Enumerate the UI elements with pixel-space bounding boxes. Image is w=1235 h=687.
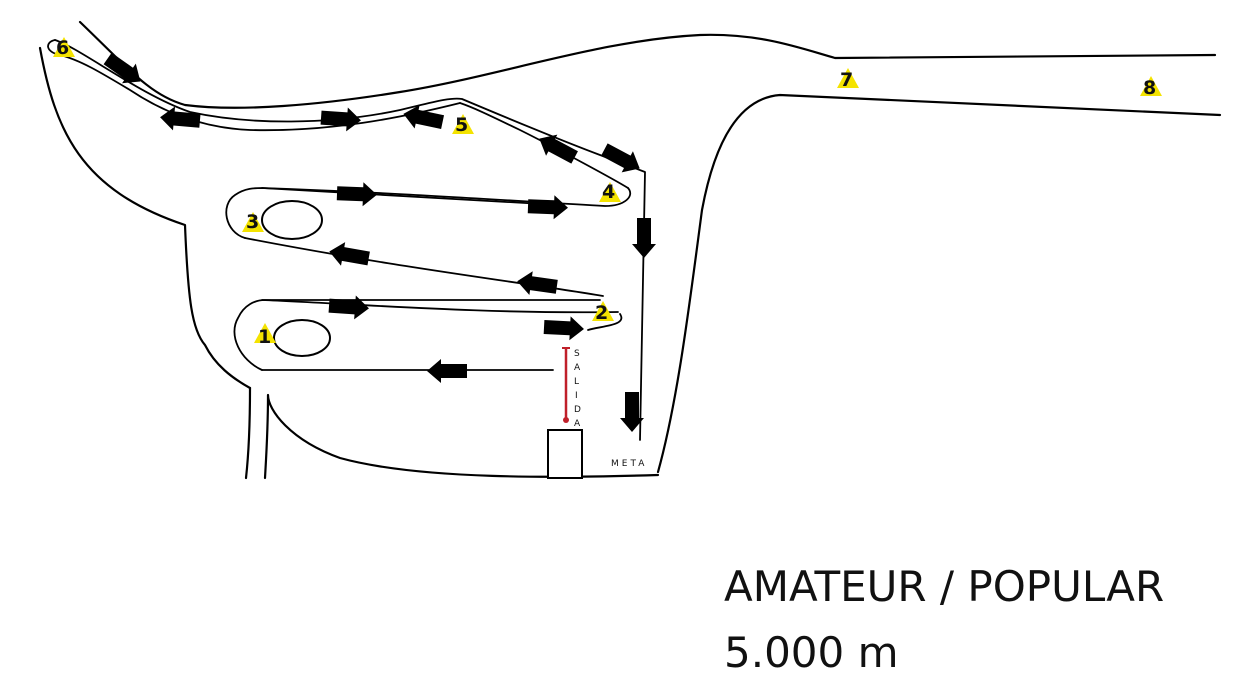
arrow-icon [329,242,370,266]
arrow-icon [160,106,201,131]
start-label-letter: A [574,363,581,373]
start-label-letter: I [575,391,578,401]
arrow-icon [543,316,584,341]
warning-triangle-icon [1140,76,1162,96]
warning-triangle-icon [452,114,474,134]
arrow-icon [632,218,656,258]
start-label: S A L I D A [574,349,581,429]
start-line [562,347,570,423]
start-label-letter: D [574,405,581,415]
finish-label: META [611,459,647,469]
race-category-title: AMATEUR / POPULAR [724,562,1165,611]
checkpoint-label: 4 [602,181,615,203]
warning-triangle-icon [242,212,264,232]
warning-triangle-icon [599,182,621,202]
route-3-to-4 [261,187,632,207]
route-4-to-5 [459,102,629,189]
arrow-icon [103,52,141,84]
start-label-letter: A [574,419,581,429]
warning-triangle-icon [254,323,276,343]
warning-triangle-icon [592,301,614,321]
race-distance: 5.000 m [724,628,899,677]
checkpoint-marker-6: 6 [53,37,75,59]
checkpoint-label: 6 [56,37,69,59]
outline-left [38,46,252,390]
arrow-icon [403,105,445,130]
outline-road-bottom [656,93,1222,474]
arrow-icon [336,182,377,207]
building-box [547,429,583,479]
checkpoint-label: 5 [455,114,468,136]
checkpoint-marker-4: 4 [599,181,621,203]
venue-outline [38,20,1222,480]
checkpoint-marker-1: 1 [254,323,276,348]
warning-triangle-icon [837,68,859,88]
arrow-icon [539,134,578,164]
route-6-to-5-upper [54,39,646,441]
checkpoint-label: 8 [1143,77,1156,99]
outline-left-lower [244,386,252,480]
arrow-icon [517,271,558,296]
arrow-icon [328,295,369,320]
route-2-to-3 [244,237,604,297]
checkpoint-marker-2: 2 [592,301,614,324]
route-loop-3 [225,187,561,239]
route-lower-back [587,313,623,331]
direction-arrows [103,52,656,432]
route-bottom-of-loop2 [262,302,588,330]
checkpoint-marker-8: 8 [1140,76,1162,99]
route-1-to-2 [261,299,619,314]
arrow-icon [620,392,644,432]
arrow-icon [601,143,640,173]
obstacle-oval-3 [261,200,323,240]
checkpoint-marker-7: 7 [837,68,859,91]
route-5-to-6-lower [47,39,461,132]
checkpoint-label: 7 [840,69,853,91]
start-label-letter: S [574,349,580,359]
arrow-icon [320,107,361,132]
warning-triangle-icon [53,37,75,57]
arrow-icon [527,195,568,220]
arrow-icon [427,359,467,383]
checkpoint-marker-5: 5 [452,114,474,136]
checkpoints: 1 2 3 4 5 6 7 8 [53,37,1162,348]
checkpoint-marker-3: 3 [242,211,264,233]
checkpoint-label: 3 [246,211,259,233]
outline-bottom [263,393,660,480]
start-label-letter: L [574,377,579,387]
outline-top-road [78,20,1217,109]
route-loop-1 [233,299,601,371]
checkpoint-label: 1 [258,326,271,348]
obstacle-oval-1 [273,319,331,357]
checkpoint-label: 2 [595,302,608,324]
